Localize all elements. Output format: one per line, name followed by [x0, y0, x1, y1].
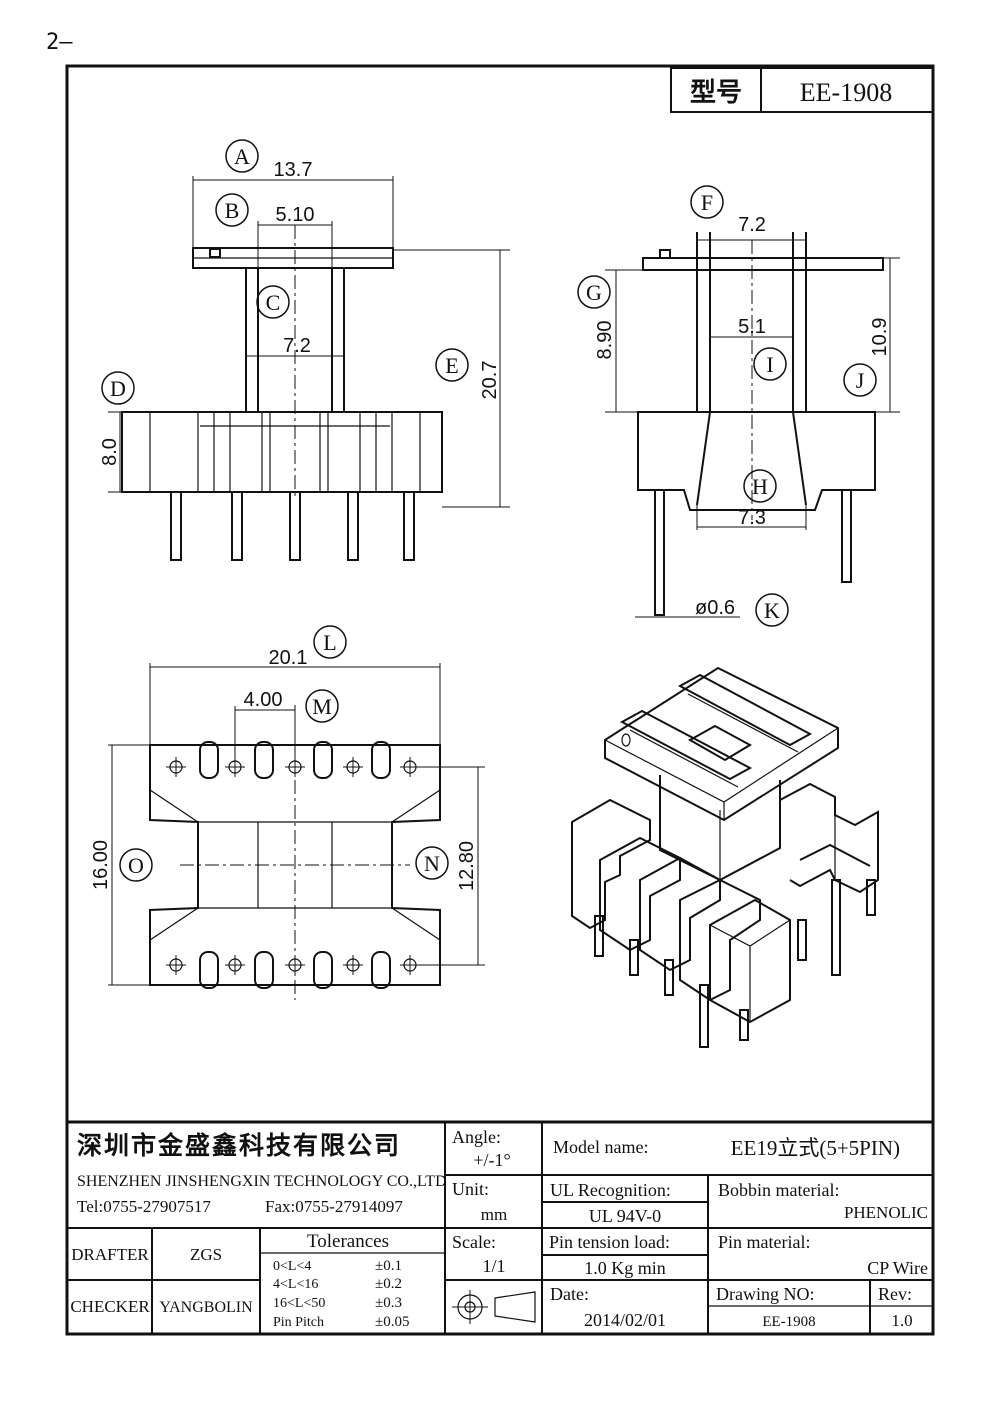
dim-H-value: 7.3: [738, 507, 766, 529]
callout-I: I: [753, 347, 787, 381]
callout-K: K: [755, 593, 789, 627]
bobbin-material-label: Bobbin material:: [718, 1180, 839, 1200]
front-view: 13.7 5.10 7.2 20.7 8.0 A B C D E: [99, 139, 510, 561]
side-view: 7.2 5.1 7.3 8.90 10.9 ø0.6 F G I J H K: [577, 185, 900, 627]
svg-text:O: O: [128, 853, 144, 878]
date-label: Date:: [550, 1284, 589, 1304]
model-header: 型号 EE-1908: [670, 67, 934, 113]
dim-M-value: 4.00: [244, 689, 283, 711]
drawing-no-value: EE-1908: [762, 1314, 815, 1330]
dim-G-value: 8.90: [594, 321, 616, 360]
callout-H: H: [743, 469, 777, 503]
dim-E-value: 20.7: [479, 361, 501, 400]
dim-C-value: 7.2: [283, 335, 311, 357]
drawing-frame: [65, 64, 935, 1336]
callout-E: E: [435, 348, 469, 382]
drafter-value: ZGS: [190, 1245, 222, 1264]
drafter-label: DRAFTER: [71, 1245, 149, 1264]
unit-value: mm: [481, 1205, 507, 1224]
tolerance-value: ±0.2: [375, 1276, 402, 1292]
pin-holes: [166, 757, 420, 975]
tolerance-value: ±0.1: [375, 1258, 402, 1274]
callout-D: D: [101, 371, 135, 405]
page-number: 2–: [46, 30, 73, 55]
svg-text:H: H: [752, 474, 768, 499]
rev-value: 1.0: [891, 1311, 912, 1330]
company-name-cn: 深圳市金盛鑫科技有限公司: [77, 1131, 401, 1160]
callout-M: M: [305, 689, 339, 723]
title-block: 深圳市金盛鑫科技有限公司 SHENZHEN JINSHENGXIN TECHNO…: [67, 1120, 933, 1334]
dim-F-value: 7.2: [738, 214, 766, 236]
tolerance-value: ±0.3: [375, 1295, 402, 1311]
model-name-label: Model name:: [553, 1137, 648, 1157]
pin-tension-value: 1.0 Kg min: [584, 1258, 666, 1278]
checker-label: CHECKER: [70, 1297, 150, 1316]
dim-A-value: 13.7: [274, 159, 313, 181]
model-name-value: EE19立式(5+5PIN): [731, 1136, 900, 1160]
tolerance-range: 4<L<16: [273, 1277, 318, 1292]
isometric-view: [571, 666, 879, 1048]
callout-N: N: [415, 846, 449, 880]
tolerances-table: 0<L<4 ±0.1 4<L<16 ±0.2 16<L<50 ±0.3 Pin …: [273, 1258, 409, 1330]
svg-text:F: F: [701, 190, 713, 215]
svg-text:L: L: [323, 630, 336, 655]
svg-text:K: K: [764, 598, 780, 623]
dim-L-value: 20.1: [269, 647, 308, 669]
callout-B: B: [215, 193, 249, 227]
bottom-view: 20.1 4.00 16.00 12.80 L M O N: [90, 625, 485, 1000]
angle-value: +/-1°: [473, 1150, 510, 1170]
svg-text:J: J: [856, 368, 865, 393]
checker-value: YANGBOLIN: [159, 1299, 253, 1316]
scale-label: Scale:: [452, 1232, 496, 1252]
angle-label: Angle:: [452, 1127, 501, 1147]
dim-N-value: 12.80: [456, 841, 478, 891]
pin-material-value: CP Wire: [867, 1258, 928, 1278]
svg-text:G: G: [586, 280, 602, 305]
svg-text:C: C: [266, 290, 281, 315]
callout-L: L: [313, 625, 347, 659]
projection-symbol: [452, 1290, 536, 1324]
model-number: EE-1908: [800, 78, 892, 107]
tolerance-range: Pin Pitch: [273, 1315, 324, 1330]
dim-O-value: 16.00: [90, 840, 112, 890]
rev-label: Rev:: [878, 1284, 912, 1304]
tolerance-value: ±0.05: [375, 1314, 409, 1330]
company-name-en: SHENZHEN JINSHENGXIN TECHNOLOGY CO.,LTD: [77, 1173, 447, 1190]
svg-text:N: N: [424, 851, 440, 876]
company-tel: Tel:0755-27907517: [77, 1197, 211, 1216]
bobbin-material-value: PHENOLIC: [844, 1203, 928, 1222]
pin-material-label: Pin material:: [718, 1232, 810, 1252]
tolerance-range: 0<L<4: [273, 1259, 311, 1274]
tolerance-range: 16<L<50: [273, 1296, 325, 1311]
dim-J-value: 10.9: [869, 318, 891, 357]
dim-K-value: ø0.6: [695, 597, 735, 619]
svg-text:M: M: [312, 694, 332, 719]
pin-tension-label: Pin tension load:: [549, 1232, 670, 1252]
callout-G: G: [577, 275, 611, 309]
date-value: 2014/02/01: [584, 1310, 666, 1330]
svg-text:B: B: [225, 198, 240, 223]
company-fax: Fax:0755-27914097: [265, 1197, 403, 1216]
tolerances-title: Tolerances: [307, 1231, 389, 1252]
dim-B-value: 5.10: [276, 204, 315, 226]
callout-J: J: [843, 363, 877, 397]
ul-label: UL Recognition:: [550, 1180, 671, 1200]
drawing-no-label: Drawing NO:: [716, 1284, 814, 1304]
callout-C: C: [256, 285, 290, 319]
type-label: 型号: [690, 77, 742, 107]
svg-text:I: I: [766, 352, 773, 377]
svg-text:A: A: [234, 144, 250, 169]
callout-O: O: [119, 848, 153, 882]
dim-I-value: 5.1: [738, 316, 766, 338]
callout-A: A: [225, 139, 259, 173]
scale-value: 1/1: [482, 1256, 505, 1276]
svg-text:D: D: [110, 376, 126, 401]
svg-text:E: E: [445, 353, 458, 378]
dim-D-value: 8.0: [99, 438, 121, 466]
ul-value: UL 94V-0: [589, 1206, 661, 1226]
callout-F: F: [690, 185, 724, 219]
unit-label: Unit:: [452, 1179, 489, 1199]
